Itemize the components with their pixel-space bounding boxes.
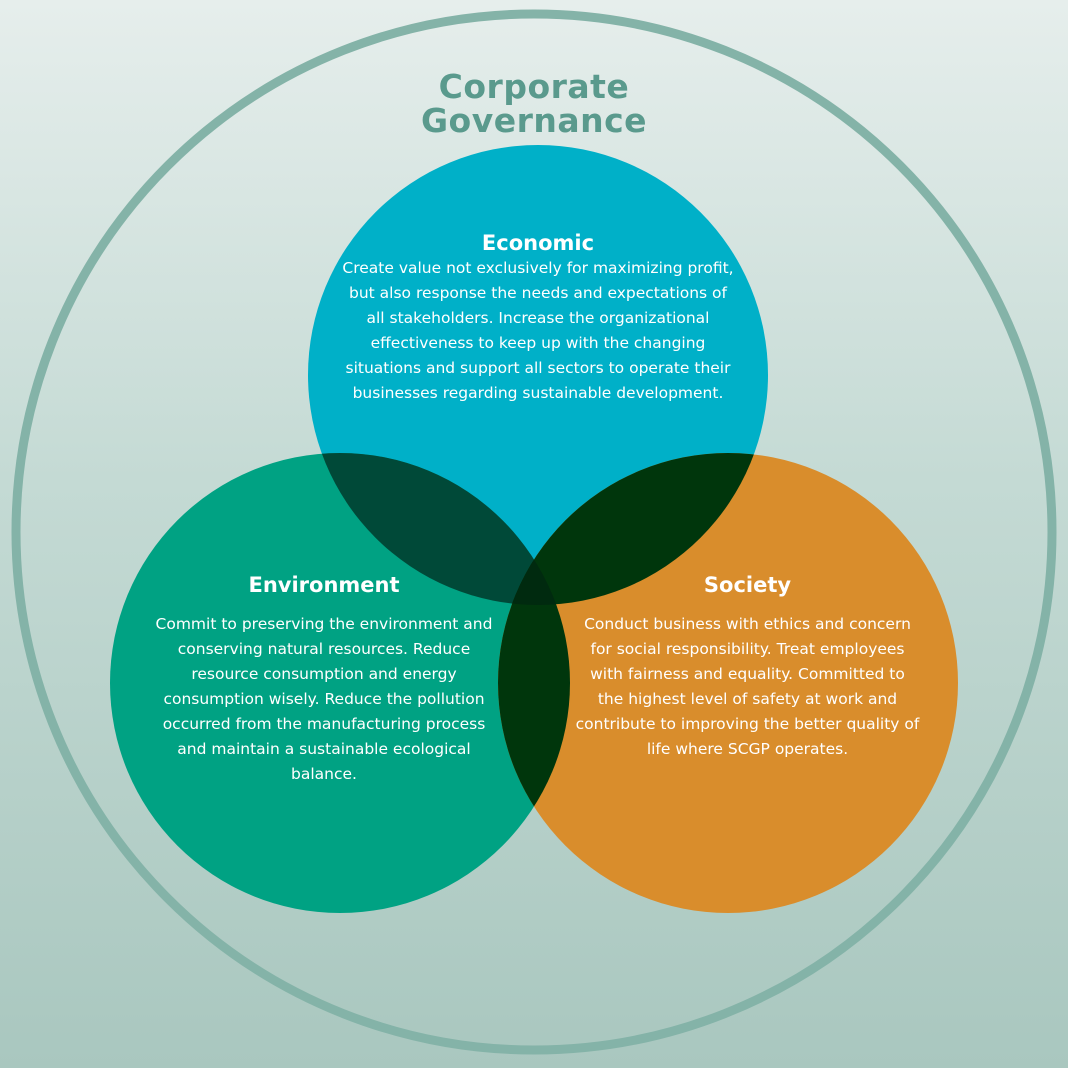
title-line-1: Corporate: [438, 67, 630, 106]
environment-body: Commit to preserving the environment and…: [155, 615, 493, 783]
environment-heading: Environment: [248, 573, 400, 597]
environment-block: Environment Commit to preserving the env…: [150, 572, 498, 787]
diagram-title: Corporate Governance: [334, 70, 734, 138]
overlap-economic-environment: [308, 453, 570, 605]
economic-body: Create value not exclusively for maximiz…: [342, 259, 734, 402]
society-heading: Society: [703, 573, 792, 597]
economic-heading: Economic: [481, 231, 595, 255]
title-line-2: Governance: [420, 101, 648, 140]
economic-block: Economic Create value not exclusively fo…: [338, 230, 738, 406]
overlap-economic-society: [498, 453, 768, 605]
corporate-governance-ring: [11, 9, 1057, 1055]
society-body: Conduct business with ethics and concern…: [575, 615, 920, 758]
society-block: Society Conduct business with ethics and…: [575, 572, 920, 762]
